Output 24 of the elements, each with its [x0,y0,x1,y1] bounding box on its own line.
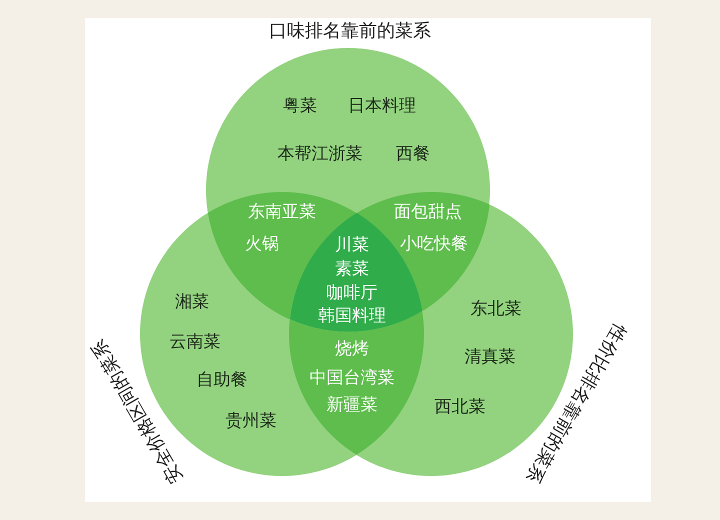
cuisine-label: 素菜 [335,260,369,280]
cuisine-label: 云南菜 [169,333,220,353]
cuisine-label: 川菜 [335,236,369,256]
cuisine-label: 西北菜 [434,398,486,418]
cuisine-label: 东南亚菜 [248,203,316,223]
cuisine-label: 西餐 [396,145,430,165]
cuisine-label: 本帮江浙菜 [278,145,362,165]
cuisine-label: 清真菜 [464,348,516,368]
cuisine-label: 粤菜 [283,97,317,117]
cuisine-label: 中国台湾菜 [310,369,394,389]
cuisine-label: 新疆菜 [326,396,378,416]
cuisine-label: 东北菜 [470,300,522,320]
cuisine-label: 湘菜 [174,293,209,313]
cuisine-label: 烧烤 [335,340,369,360]
cuisine-label: 面包甜点 [394,203,462,223]
cuisine-label: 火锅 [245,235,279,255]
cuisine-label: 咖啡厅 [326,284,378,304]
cuisine-label: 韩国料理 [318,307,386,327]
cuisine-label: 小吃快餐 [400,235,468,255]
set-title: 口味排名靠前的菜系 [269,22,431,42]
cuisine-label: 日本料理 [348,97,416,117]
set-title: 性价比排名靠前的菜系 [521,320,629,486]
cuisine-label: 贵州菜 [225,412,276,432]
cuisine-label: 自助餐 [196,371,248,391]
